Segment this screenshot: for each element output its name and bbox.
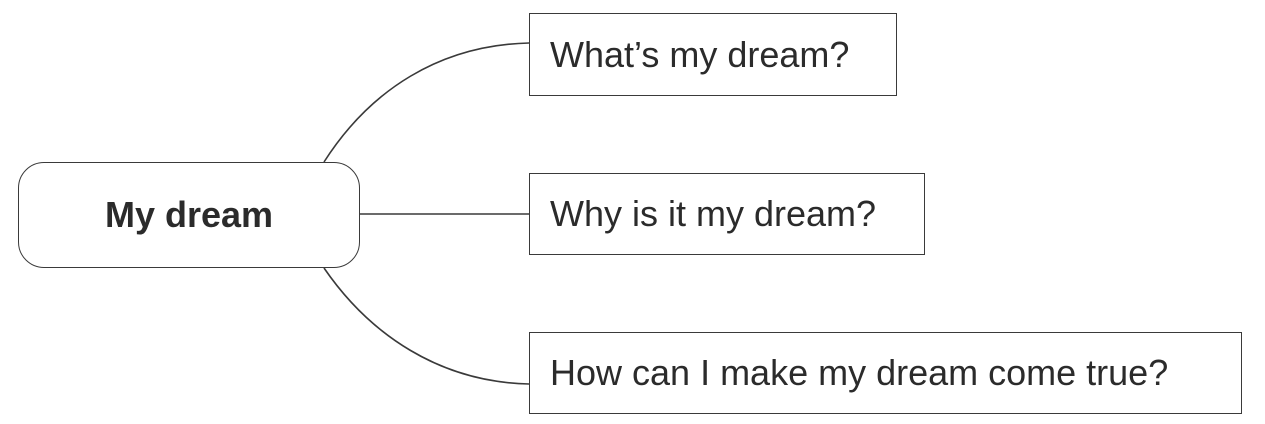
central-topic-label: My dream [104, 194, 274, 235]
connector-top [323, 42, 530, 163]
branch-node-why-is-it-my-dream: Why is it my dream? [529, 173, 925, 255]
branch-label: How can I make my dream come true? [550, 352, 1169, 393]
branch-node-whats-my-dream: What’s my dream? [529, 13, 897, 96]
branch-label: Why is it my dream? [550, 193, 877, 234]
branch-node-how-can-i-make-it-true: How can I make my dream come true? [529, 332, 1242, 414]
branch-label: What’s my dream? [550, 33, 850, 75]
connector-bottom [323, 267, 530, 385]
central-topic-node: My dream [18, 162, 360, 268]
